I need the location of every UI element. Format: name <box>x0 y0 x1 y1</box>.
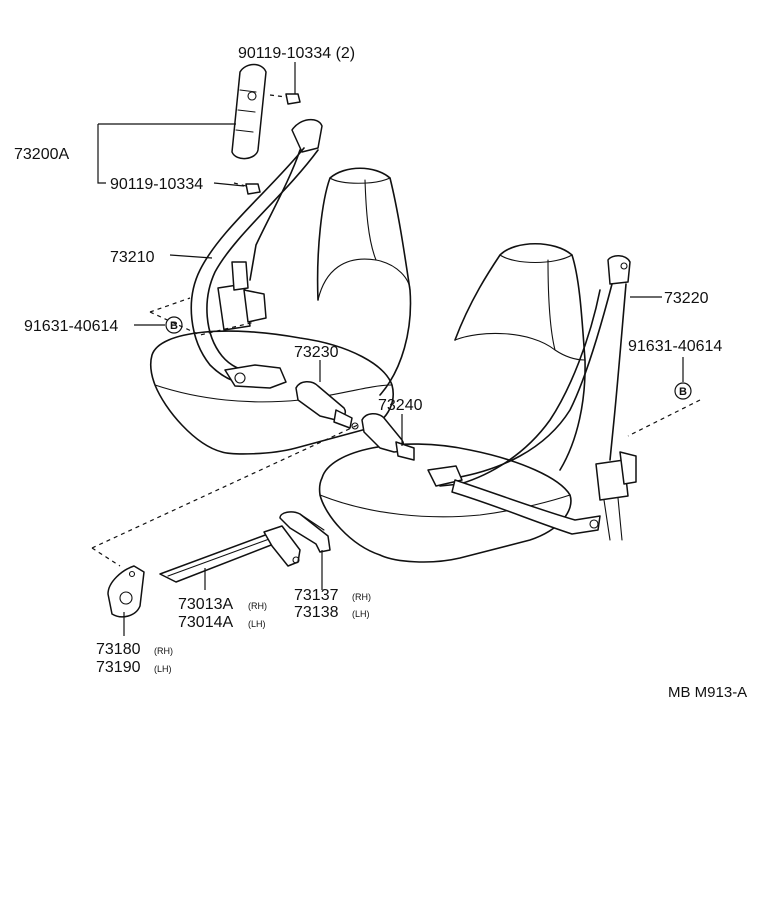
bracket <box>279 511 331 553</box>
label-bolt-top: 90119-10334 (2) <box>238 45 355 62</box>
label-bracket-lh-side: (LH) <box>352 609 370 619</box>
label-rail-lh: 73014A <box>178 614 233 631</box>
label-assembly: 73200A <box>14 146 69 163</box>
left-buckle <box>295 381 359 430</box>
label-bolt-left: 91631-40614 <box>24 318 118 335</box>
label-buckle-left: 73230 <box>294 344 339 361</box>
label-bolt-mid: 90119-10334 <box>110 176 203 193</box>
label-bracket-rh-side: (RH) <box>352 592 371 602</box>
label-belt-right: 73220 <box>664 290 709 307</box>
left-belt-assembly <box>190 63 323 389</box>
label-rail-rh-side: (RH) <box>248 601 267 611</box>
right-seat <box>318 242 586 563</box>
dashed-reference-lines <box>91 94 701 567</box>
circle-marker-b-right: B <box>674 382 692 400</box>
left-seat <box>149 167 412 455</box>
circle-marker-b-left: B <box>165 316 183 334</box>
label-anchor-rh: 73180 <box>96 641 141 658</box>
label-anchor-lh-side: (LH) <box>154 664 172 674</box>
label-bolt-right: 91631-40614 <box>628 338 722 355</box>
label-buckle-right: 73240 <box>378 397 423 414</box>
seat-rail <box>159 525 301 583</box>
leader-lines <box>97 62 684 636</box>
drawing-code: MB M913-A <box>668 684 747 701</box>
anchor <box>107 565 145 618</box>
label-bracket-rh: 73137 <box>294 587 339 604</box>
label-anchor-lh: 73190 <box>96 659 141 676</box>
right-belt-assembly <box>427 255 637 541</box>
label-bracket-lh: 73138 <box>294 604 339 621</box>
right-buckle <box>361 413 415 461</box>
marker-left-text: B <box>170 320 178 332</box>
label-belt-left: 73210 <box>110 249 155 266</box>
label-rail-lh-side: (LH) <box>248 619 266 629</box>
label-rail-rh: 73013A <box>178 596 233 613</box>
marker-right-text: B <box>679 386 687 398</box>
label-anchor-rh-side: (RH) <box>154 646 173 656</box>
